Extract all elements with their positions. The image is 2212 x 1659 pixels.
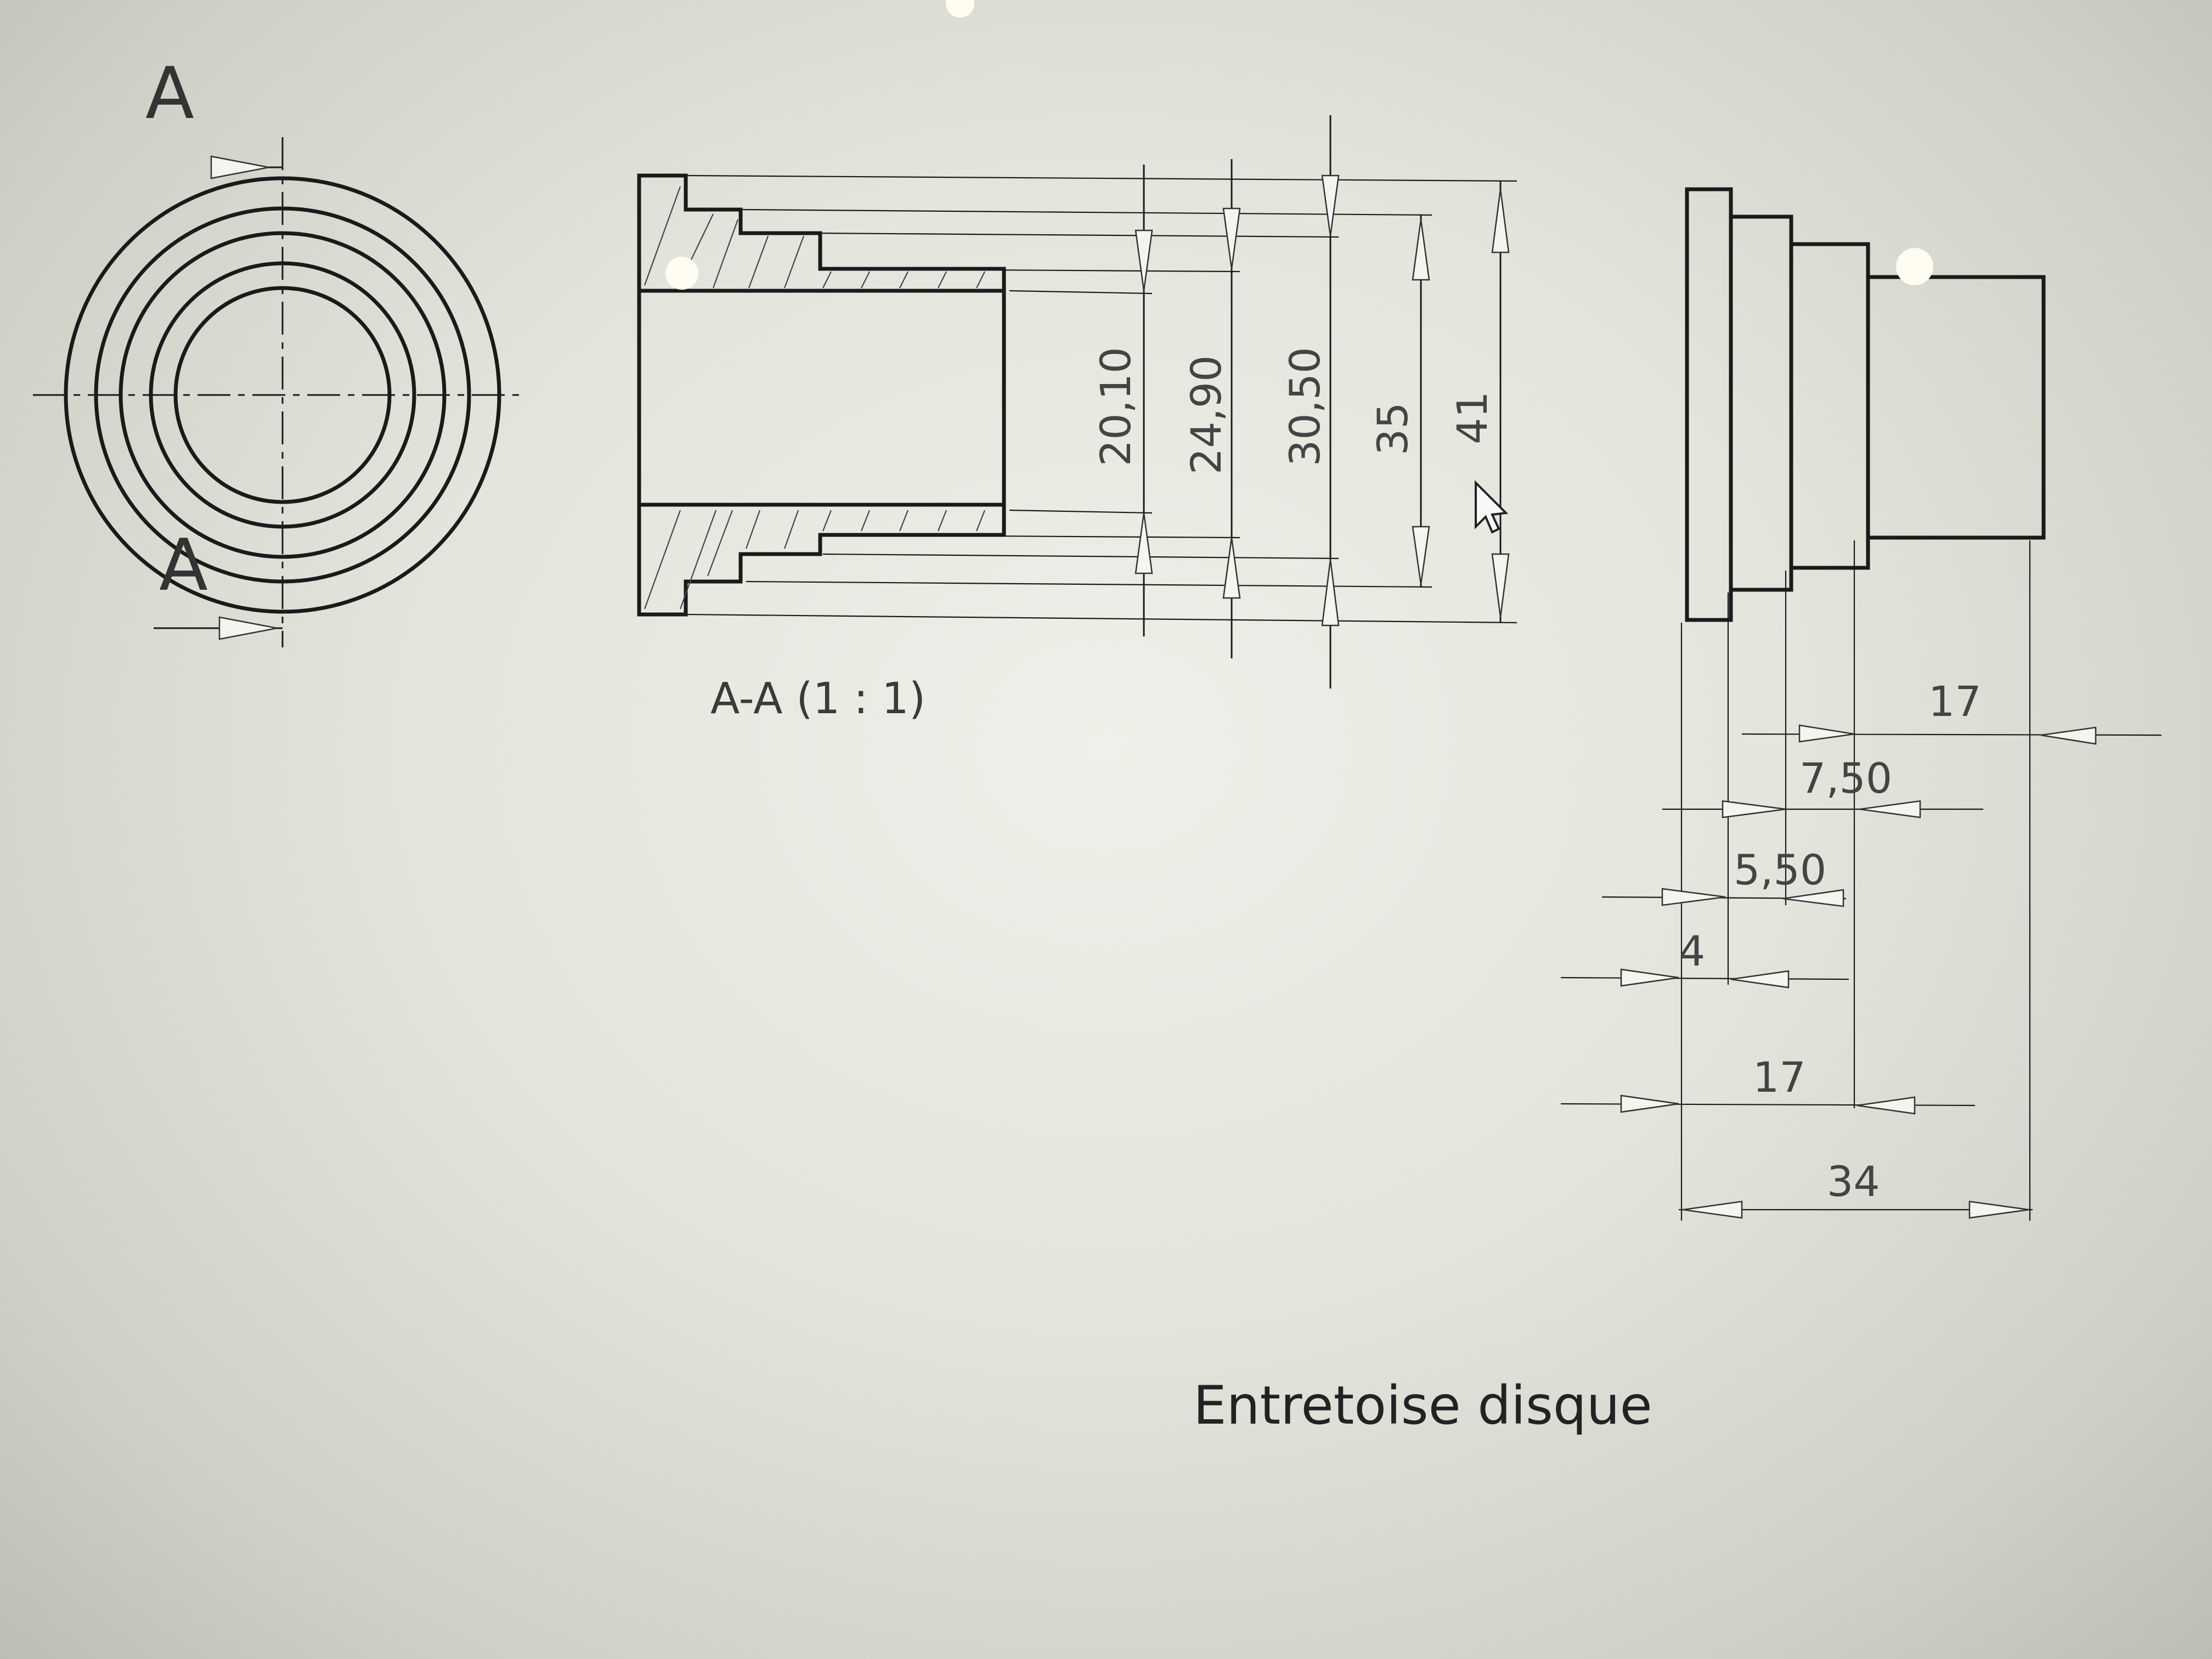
dim-length-7-50: 7,50 [1662, 754, 1983, 819]
dim-length-4: 4 [1560, 927, 1849, 989]
section-label-top: A [145, 52, 194, 135]
dim-text-17-bottom: 17 [1753, 1053, 1806, 1102]
side-step-flange [1685, 187, 1733, 622]
dim-text-34: 34 [1827, 1157, 1880, 1206]
side-extension-lines [1680, 540, 2031, 1221]
glare-spot [946, 0, 974, 18]
dim-arrow-41-bottom [1491, 553, 1510, 618]
dim-arrow-41-top [1491, 189, 1510, 253]
side-step-2 [1729, 215, 1793, 592]
dim-text-4: 4 [1679, 927, 1705, 975]
dim-text-5-50: 5,50 [1734, 845, 1826, 894]
dim-text-20: 20,10 [1091, 347, 1140, 466]
diameter-dimensions: 20,10 24,90 30,50 35 41 [1091, 115, 1510, 689]
section-view: 20,10 24,90 30,50 35 41 A-A (1 : 1) [637, 115, 1517, 724]
dim-arrow-30-top [1321, 174, 1340, 236]
dim-arrow-30-bottom [1321, 559, 1340, 627]
end-view: A A [33, 52, 527, 647]
section-wall-bottom [637, 503, 1006, 617]
dim-length-17-top: 17 [1741, 677, 2162, 745]
dim-arrow-25-bottom [1222, 537, 1241, 599]
extension-lines [685, 174, 1517, 624]
section-label-bottom: A [159, 523, 208, 607]
dim-text-25: 24,90 [1182, 355, 1231, 475]
dim-arrow-35-top [1412, 219, 1430, 281]
glare-spot [665, 257, 698, 290]
side-view: 17 7,50 5,50 4 17 [1560, 187, 2162, 1221]
section-view-label: A-A (1 : 1) [710, 674, 926, 724]
glare-spot [1896, 248, 1933, 285]
section-arrow-top [210, 155, 269, 179]
dim-arrow-25-top [1222, 207, 1241, 269]
mouse-cursor-icon [1475, 480, 1509, 534]
dim-arrow-20-bottom [1135, 512, 1153, 574]
dim-text-30: 30,50 [1280, 347, 1329, 466]
dim-arrow-20-top [1135, 229, 1153, 291]
dim-text-17-top: 17 [1928, 677, 1982, 726]
section-arrow-bottom [218, 616, 278, 640]
hatch-bottom [644, 510, 986, 610]
side-step-3 [1789, 242, 1870, 570]
dim-text-7-50: 7,50 [1799, 754, 1892, 803]
dim-length-17-bottom: 17 [1560, 1053, 1976, 1115]
dim-length-34: 34 [1679, 1157, 2033, 1219]
dim-arrow-35-bottom [1412, 526, 1430, 585]
side-step-4 [1866, 275, 2046, 540]
dim-text-35: 35 [1368, 402, 1417, 455]
part-title: Entretoise disque [1193, 1375, 1652, 1436]
dim-text-41: 41 [1448, 391, 1497, 444]
dim-length-5-50: 5,50 [1601, 845, 1847, 907]
